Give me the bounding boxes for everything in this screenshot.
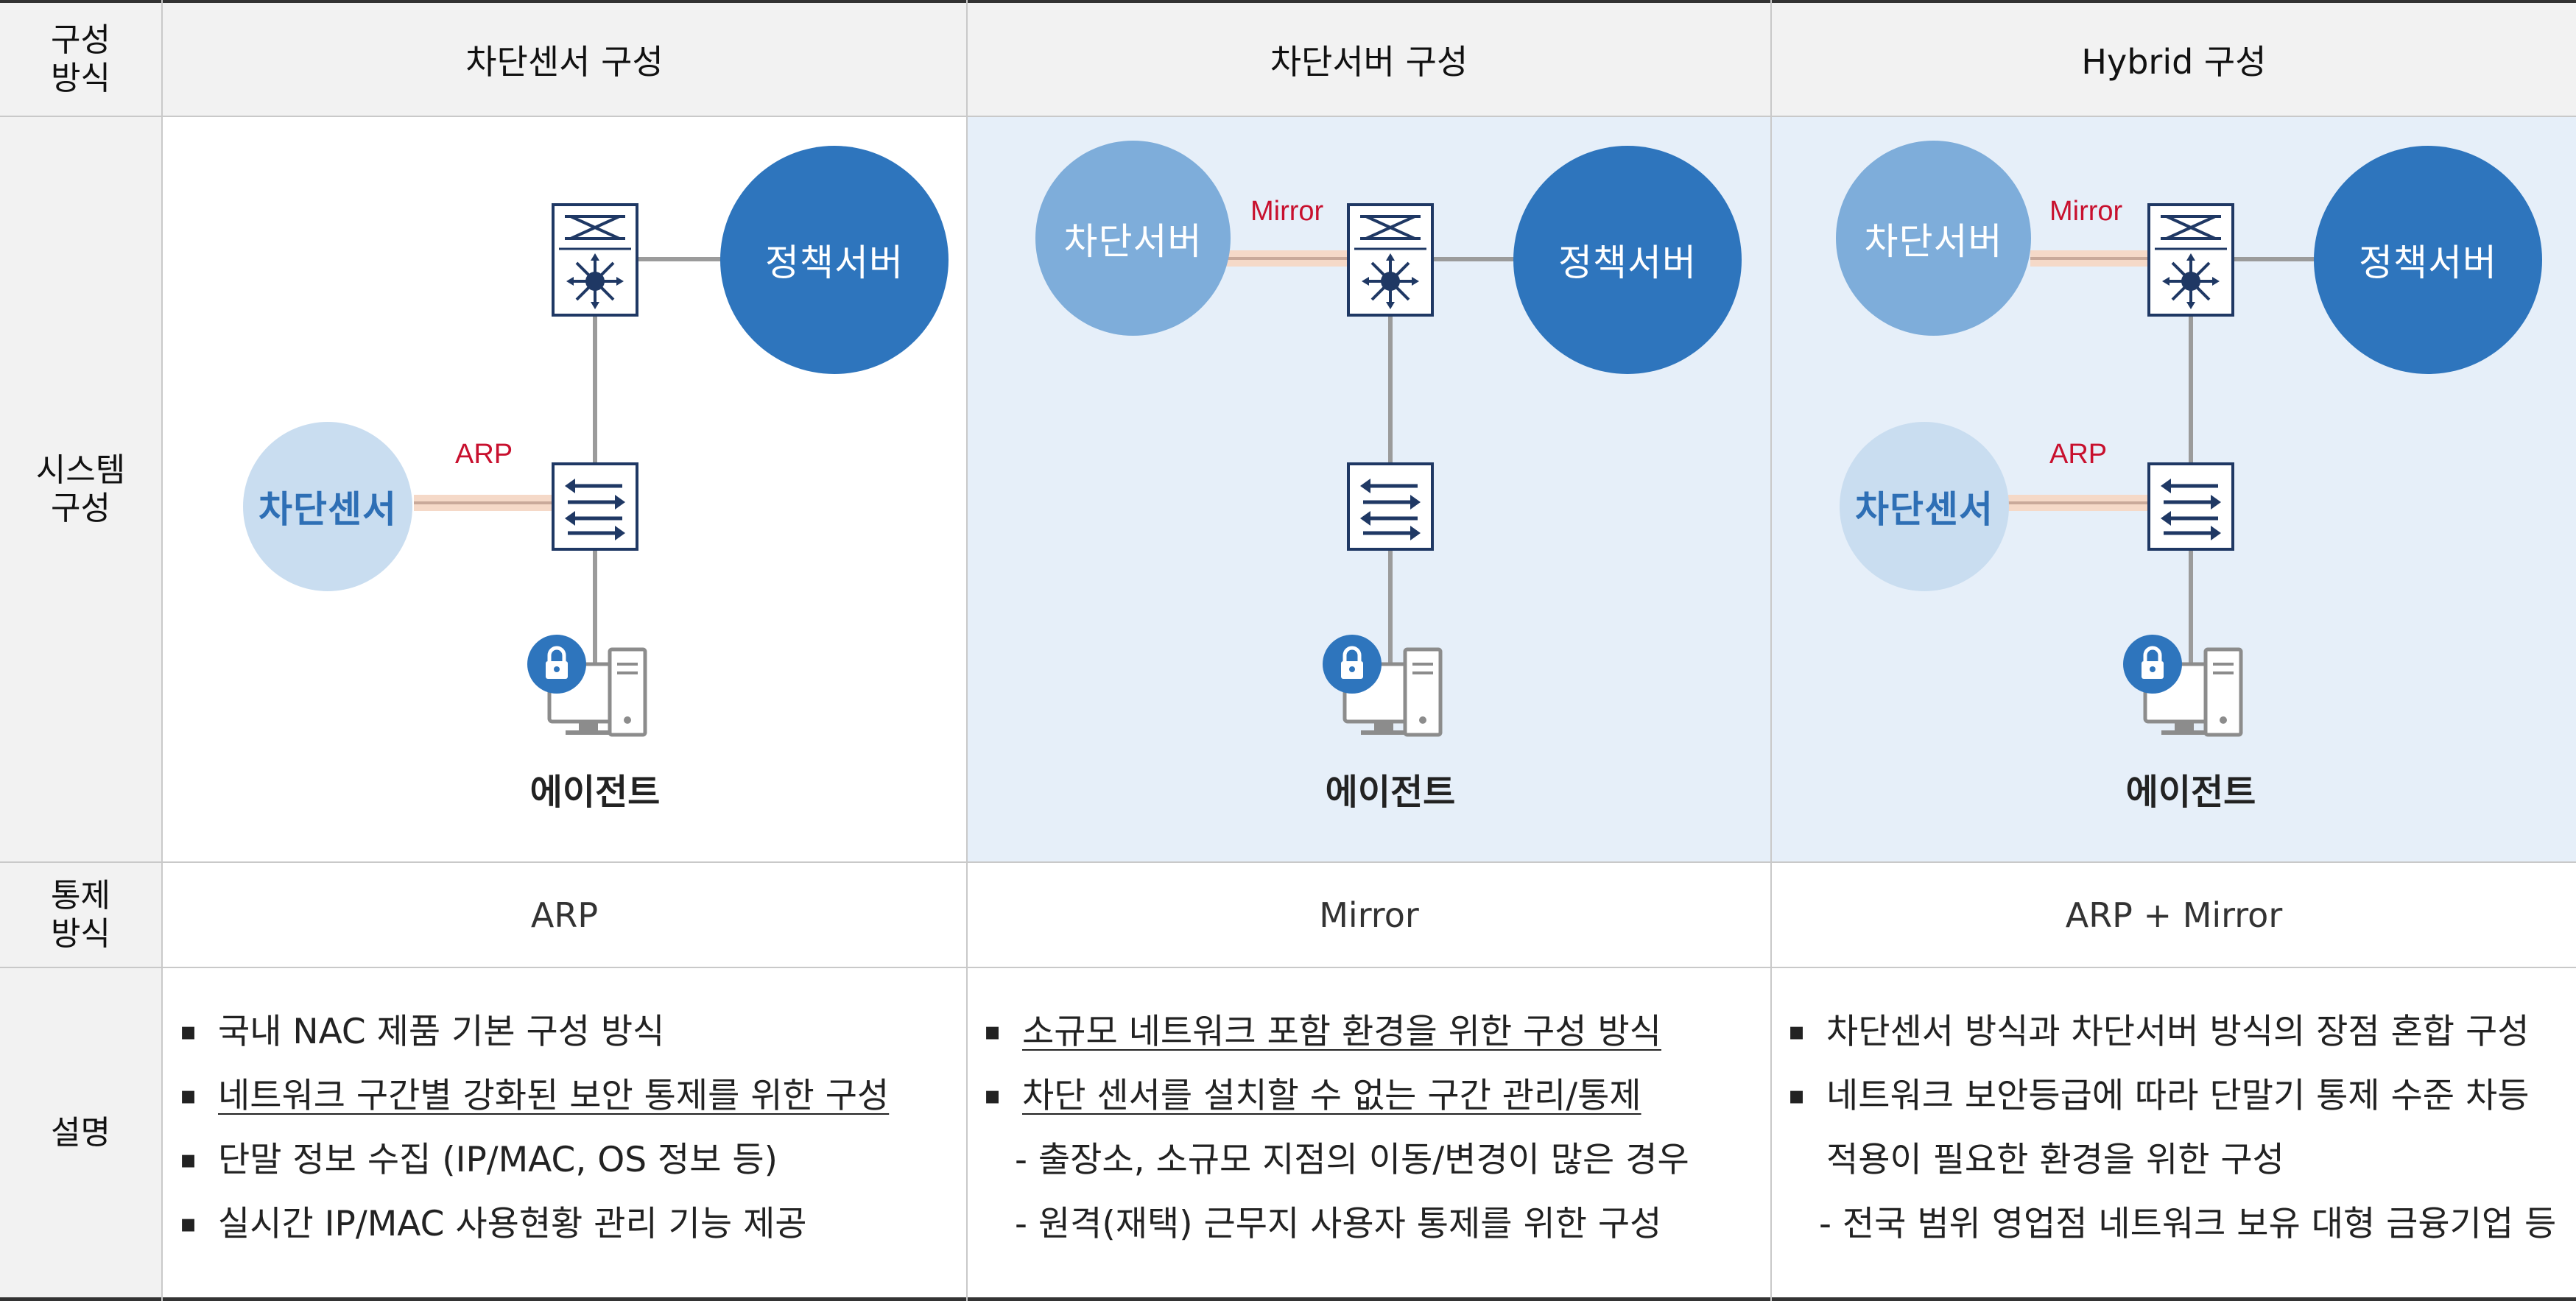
sensor-policy-server-node: 정책서버 [720,146,949,374]
sensor-blocking-sensor-node: 차단센서 [243,422,412,591]
description-item: 단말 정보 수집 (IP/MAC, OS 정보 등) [174,1128,889,1192]
description-text: 차단센서 방식과 차단서버 방식의 장점 혼합 구성 [1826,1012,2530,1052]
desc-row-label: 설명 [51,1113,110,1152]
system-row-label: 시스템 구성 [35,451,126,527]
description-text: 적용이 필요한 환경을 위한 구성 [1826,1140,2284,1180]
hybrid-core-switch-icon [2147,203,2234,317]
hybrid-mirror-label: Mirror [2049,196,2123,227]
header-row-bg [0,0,2576,116]
top-border [0,0,2576,3]
description-item: 소규모 네트워크 포함 환경을 위한 구성 방식 [978,1000,1689,1064]
label-column-bg [0,0,162,1301]
hybrid-blocking-server-node: 차단서버 [1836,141,2031,336]
server-mirror-label: Mirror [1250,196,1324,227]
sensor-core-switch-icon [552,203,638,317]
description-text: 국내 NAC 제품 기본 구성 방식 [218,1012,665,1052]
description-text: 네트워크 보안등급에 따라 단말기 통제 수준 차등 [1826,1076,2530,1116]
control-divider [0,967,2576,968]
description-item: 차단 센서를 설치할 수 없는 구간 관리/통제 [978,1064,1689,1128]
description-text: 단말 정보 수집 (IP/MAC, OS 정보 등) [218,1140,778,1180]
sensor-agent-label: 에이전트 [529,772,661,813]
description-text: 실시간 IP/MAC 사용현황 관리 기능 제공 [218,1204,807,1244]
server-blocking-server-node: 차단서버 [1035,141,1231,336]
description-text: - 원격(재택) 근무지 사용자 통제를 위한 구성 [1015,1204,1662,1244]
description-text: 소규모 네트워크 포함 환경을 위한 구성 방식 [1022,1012,1661,1052]
column-header-server: 차단서버 구성 [1270,41,1468,82]
server-agent-label: 에이전트 [1325,772,1456,813]
description-item: 네트워크 구간별 강화된 보안 통제를 위한 구성 [174,1064,889,1128]
control-method-sensor: ARP [530,895,599,935]
description-text: - 전국 범위 영업점 네트워크 보유 대형 금융기업 등 [1819,1204,2557,1244]
header-divider [0,116,2576,117]
description-item: 네트워크 보안등급에 따라 단말기 통제 수준 차등 [1782,1064,2556,1128]
hybrid-blocking-sensor-node: 차단센서 [1840,422,2009,591]
hybrid-arp-label: ARP [2049,439,2108,470]
server-core-switch-icon [1347,203,1434,317]
sensor-arp-label: ARP [455,439,513,470]
description-text: 차단 센서를 설치할 수 없는 구간 관리/통제 [1022,1076,1641,1116]
control-row-label: 통제 방식 [51,876,110,953]
column-header-hybrid: Hybrid 구성 [2081,41,2267,82]
col-divider-2 [966,0,968,1301]
description-item: 국내 NAC 제품 기본 구성 방식 [174,1000,889,1064]
col-divider-1 [161,0,163,1301]
description-text: - 출장소, 소규모 지점의 이동/변경이 많은 경우 [1015,1140,1689,1180]
server-agent-pc-icon [1323,635,1440,735]
col-divider-3 [1770,0,1772,1301]
column-header-sensor: 차단센서 구성 [465,41,664,82]
description-item: 실시간 IP/MAC 사용현황 관리 기능 제공 [174,1192,889,1256]
hybrid-agent-label: 에이전트 [2125,772,2256,813]
description-text: 네트워크 구간별 강화된 보안 통제를 위한 구성 [218,1076,890,1116]
hybrid-description-list: 차단센서 방식과 차단서버 방식의 장점 혼합 구성네트워크 보안등급에 따라 … [1782,1000,2556,1256]
sensor-agent-pc-icon [527,635,645,735]
hybrid-agent-pc-icon [2123,635,2241,735]
hybrid-l2-switch-icon [2149,464,2233,549]
description-item: - 출장소, 소규모 지점의 이동/변경이 많은 경우 [978,1128,1689,1192]
method-header-label: 구성 방식 [51,21,110,97]
control-method-hybrid: ARP + Mirror [2065,895,2283,935]
description-item: - 전국 범위 영업점 네트워크 보유 대형 금융기업 등 [1782,1192,2556,1256]
description-item: 차단센서 방식과 차단서버 방식의 장점 혼합 구성 [1782,1000,2556,1064]
bottom-border [0,1297,2576,1301]
server-policy-server-node: 정책서버 [1513,146,1742,374]
sensor-description-list: 국내 NAC 제품 기본 구성 방식네트워크 구간별 강화된 보안 통제를 위한… [174,1000,889,1256]
hybrid-policy-server-node: 정책서버 [2314,146,2542,374]
description-item: - 원격(재택) 근무지 사용자 통제를 위한 구성 [978,1192,1689,1256]
system-divider [0,861,2576,863]
description-item: 적용이 필요한 환경을 위한 구성 [1782,1128,2556,1192]
sensor-l2-switch-icon [553,464,637,549]
server-l2-switch-icon [1348,464,1432,549]
control-method-server: Mirror [1319,895,1419,935]
